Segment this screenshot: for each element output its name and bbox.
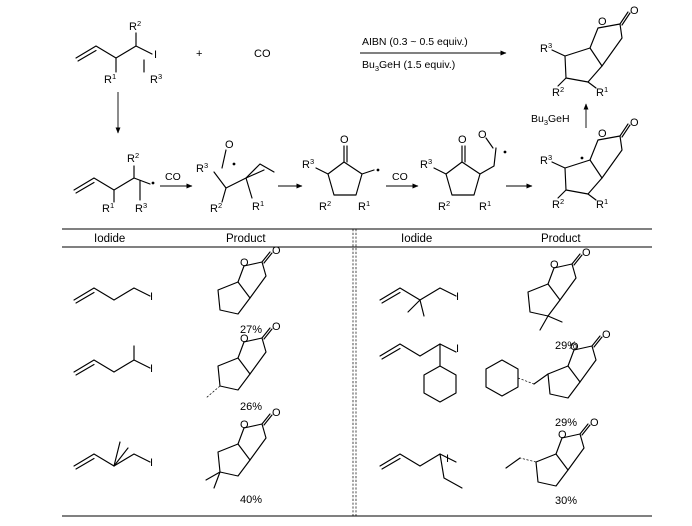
final-lactone-structure [551,11,631,89]
lactone-radical-structure [551,123,631,201]
product-row2-left [205,327,273,399]
prod1-o-carbonyl: O [272,245,281,257]
rad1-r1: R1 [102,201,114,215]
cp-o: O [340,134,349,146]
co-reagent: CO [254,48,271,60]
header-iodide-right: Iodide [401,233,432,245]
product-row3-right [505,423,591,487]
iodide-row2-left-i: I [150,363,153,375]
ka-r3: R3 [420,157,432,171]
acyl-radical-structure [213,149,275,203]
yield-row3-right: 30% [555,495,577,507]
prod2-o-carbonyl: O [272,321,281,333]
prod6-o-ring: O [558,429,567,441]
yield-row1-left: 27% [240,324,262,336]
condition-bu3geh: Bu3GeH (1.5 equiv.) [362,59,455,73]
yield-row1-right: 29% [555,340,577,352]
plus-sign: + [196,48,202,60]
label-r2-sup: 2 [137,19,141,28]
cp-r2: R2 [319,199,331,213]
product-row2-right [485,335,603,399]
iodide-row3-left-i: I [150,457,153,469]
reactant-iodide-structure [75,32,153,73]
acyl-r3: R3 [196,161,208,175]
cp-r1: R1 [358,199,370,213]
lr-r3: R3 [540,153,552,167]
yield-row2-left: 26% [240,401,262,413]
lr-r2: R2 [552,197,564,211]
cyclopentanone-radical-structure [315,145,380,196]
final-o-ring: O [598,16,607,28]
prod3-o-carbonyl: O [272,407,281,419]
ka-o-acyl: O [478,129,487,141]
reductant-label: Bu3GeH [531,113,570,127]
alkyl-radical-structure [73,165,155,203]
final-o-carbonyl: O [630,5,639,17]
iodide-row3-right [379,453,463,489]
label-r2: R [129,21,137,33]
yield-row3-left: 40% [240,494,262,506]
final-r3: R3 [540,41,552,55]
acyl-r1: R1 [252,199,264,213]
prod3-o-ring: O [240,419,249,431]
label-iodine: I [154,49,157,61]
lr-o-ring: O [598,128,607,140]
header-iodide-left: Iodide [94,233,125,245]
prod5-o-carbonyl: O [602,329,611,341]
iodide-row1-right-i: I [456,291,459,303]
rad1-r3: R3 [135,201,147,215]
label-r3-sup: 3 [158,72,162,81]
condition-aibn: AIBN (0.3 ~ 0.5 equiv.) [362,36,468,48]
rad1-r2: R2 [127,151,139,165]
ka-r2: R2 [438,199,450,213]
arrow-co-2-label: CO [392,171,408,183]
final-r1: R1 [596,85,608,99]
prod4-o-carbonyl: O [582,247,591,259]
iodide-row2-left [73,345,151,376]
acyl-r2: R2 [210,201,222,215]
ka-r1: R1 [479,199,491,213]
product-row1-left [217,251,273,315]
iodide-row2-right [379,343,457,403]
lr-r1: R1 [596,197,608,211]
iodide-row1-left-i: I [150,291,153,303]
final-r2: R2 [552,85,564,99]
product-row3-left [205,413,273,489]
prod4-o-ring: O [550,259,559,271]
header-product-right: Product [541,233,581,245]
label-r1: R [104,74,112,86]
iodide-row1-left [73,287,151,304]
arrow-co-1-label: CO [165,171,181,183]
iodide-row3-left [73,441,151,470]
ketoacyl-radical-structure [433,137,507,196]
prod5-o-ring: O [570,341,579,353]
label-r1-sup: 1 [112,72,116,81]
prod2-o-ring: O [240,333,249,345]
header-product-left: Product [226,233,266,245]
label-r3: R [150,74,158,86]
iodide-row1-right [379,287,457,317]
yield-row2-right: 29% [555,417,577,429]
product-row1-right [527,253,583,331]
cp-r3: R3 [302,157,314,171]
prod1-o-ring: O [240,257,249,269]
ka-o-ketone: O [458,134,467,146]
prod6-o-carbonyl: O [590,417,599,429]
acyl-o: O [225,139,234,151]
reactant-atom-labels: R 2 R 1 R 3 I [104,19,162,86]
iodide-row3-right-i: I [446,453,449,465]
iodide-row2-right-i: I [456,343,459,355]
lr-o-carbonyl: O [630,117,639,129]
